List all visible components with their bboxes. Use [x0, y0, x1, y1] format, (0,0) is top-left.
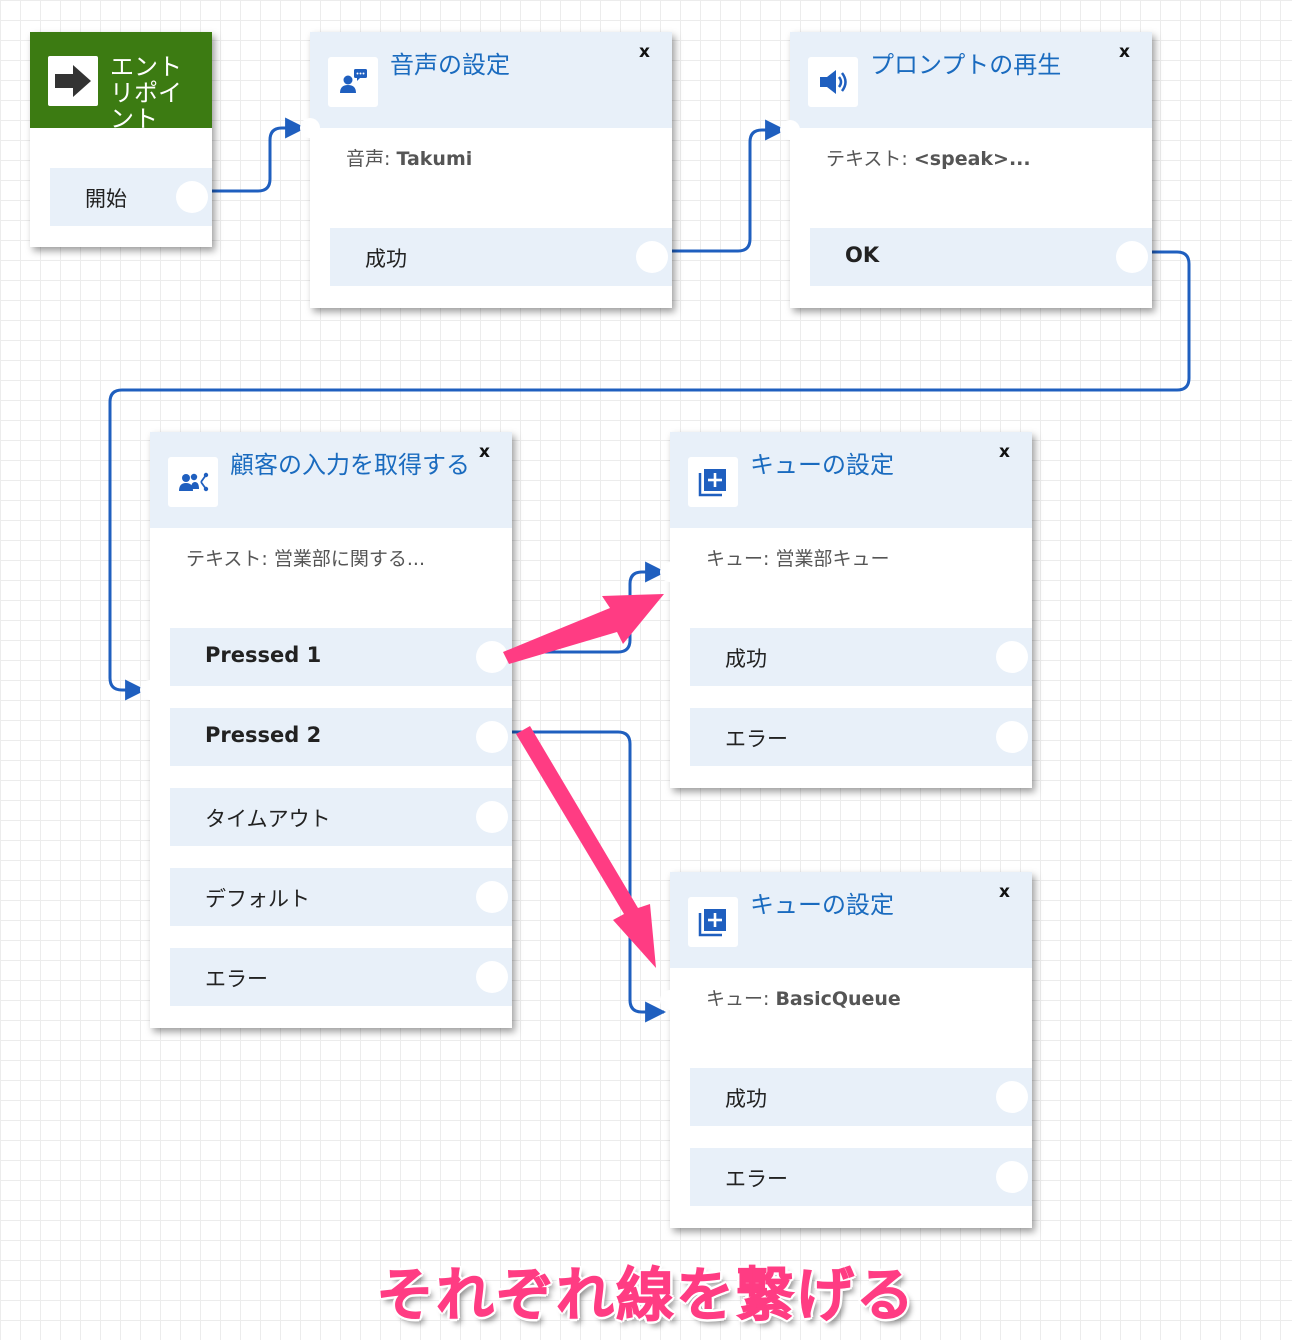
- close-button[interactable]: x: [999, 442, 1010, 462]
- voice-chat-icon: [328, 57, 378, 107]
- branch-success[interactable]: 成功: [690, 1068, 1032, 1126]
- output-port[interactable]: [996, 721, 1028, 753]
- block-title: 音声の設定: [390, 51, 510, 79]
- block-summary: 音声: Takumi: [346, 148, 473, 170]
- branch-default[interactable]: デフォルト: [170, 868, 512, 926]
- speaker-icon: [808, 57, 858, 107]
- play-prompt-block[interactable]: プロンプトの再生 x テキスト: <speak>... OK: [780, 32, 1152, 308]
- annotation-caption: それぞれ線を繋げる: [375, 1261, 916, 1330]
- branch-label: Pressed 1: [205, 643, 322, 667]
- queue-add-icon: [688, 897, 738, 947]
- output-port[interactable]: [476, 641, 508, 673]
- branch-timeout[interactable]: タイムアウト: [170, 788, 512, 846]
- branch-success[interactable]: 成功: [330, 228, 672, 286]
- branch-label: 開始: [85, 187, 127, 211]
- block-title: プロンプトの再生: [870, 51, 1062, 79]
- output-port[interactable]: [996, 641, 1028, 673]
- people-branch-icon: [168, 457, 218, 507]
- output-port[interactable]: [1116, 241, 1148, 273]
- branch-start[interactable]: 開始: [50, 168, 212, 226]
- input-port[interactable]: [300, 118, 320, 138]
- branch-label: 成功: [725, 1087, 767, 1111]
- branch-error[interactable]: エラー: [690, 1148, 1032, 1206]
- entry-point-title: エントリポイント: [110, 53, 182, 128]
- close-button[interactable]: x: [639, 42, 650, 62]
- connection-start-to-set-voice: [208, 117, 307, 193]
- connection-voice-success-to-prompt: [668, 119, 787, 253]
- get-customer-input-block[interactable]: 顧客の入力を取得する x テキスト: 営業部に関する... Pressed 1 …: [140, 432, 512, 1028]
- block-title: 顧客の入力を取得する: [230, 451, 470, 479]
- output-port[interactable]: [476, 721, 508, 753]
- branch-label: 成功: [725, 647, 767, 671]
- input-port[interactable]: [140, 680, 160, 700]
- set-queue-block-1[interactable]: キューの設定 x キュー: 営業部キュー 成功 エラー: [660, 432, 1032, 788]
- branch-label: デフォルト: [205, 887, 310, 911]
- block-title: キューの設定: [750, 891, 894, 919]
- connection-pressed1-to-queue1: [508, 561, 667, 654]
- annotation-arrow-to-queue-2: [516, 726, 656, 968]
- output-port[interactable]: [476, 961, 508, 993]
- close-button[interactable]: x: [999, 882, 1010, 902]
- output-port[interactable]: [996, 1081, 1028, 1113]
- branch-label: エラー: [725, 1167, 788, 1191]
- set-queue-block-2[interactable]: キューの設定 x キュー: BasicQueue 成功 エラー: [660, 872, 1032, 1228]
- block-summary: テキスト: 営業部に関する...: [186, 548, 425, 570]
- output-port[interactable]: [996, 1161, 1028, 1193]
- branch-pressed-1[interactable]: Pressed 1: [170, 628, 512, 686]
- output-port[interactable]: [476, 881, 508, 913]
- branch-label: タイムアウト: [205, 807, 331, 831]
- branch-label: Pressed 2: [205, 723, 322, 747]
- branch-ok[interactable]: OK: [810, 228, 1152, 286]
- annotation-arrow-to-queue-1: [503, 594, 664, 664]
- connection-pressed2-to-queue2: [508, 730, 667, 1023]
- branch-error[interactable]: エラー: [170, 948, 512, 1006]
- branch-success[interactable]: 成功: [690, 628, 1032, 686]
- branch-error[interactable]: エラー: [690, 708, 1032, 766]
- output-port[interactable]: [636, 241, 668, 273]
- block-summary: キュー: 営業部キュー: [706, 548, 890, 570]
- branch-label: エラー: [725, 727, 788, 751]
- arrow-right-icon: [48, 56, 98, 106]
- branch-label: エラー: [205, 967, 268, 991]
- entry-point-block[interactable]: エントリポイント 開始: [30, 32, 212, 247]
- output-port[interactable]: [176, 181, 208, 213]
- queue-add-icon: [688, 457, 738, 507]
- entry-point-header: エントリポイント: [30, 32, 212, 128]
- branch-pressed-2[interactable]: Pressed 2: [170, 708, 512, 766]
- input-port[interactable]: [660, 990, 680, 1010]
- block-summary: テキスト: <speak>...: [826, 148, 1031, 170]
- block-summary: キュー: BasicQueue: [706, 988, 901, 1010]
- close-button[interactable]: x: [479, 442, 490, 462]
- input-port[interactable]: [660, 562, 680, 582]
- close-button[interactable]: x: [1119, 42, 1130, 62]
- input-port[interactable]: [780, 120, 800, 140]
- set-voice-block[interactable]: 音声の設定 x 音声: Takumi 成功: [300, 32, 672, 308]
- block-title: キューの設定: [750, 451, 894, 479]
- branch-label: OK: [845, 243, 880, 267]
- output-port[interactable]: [476, 801, 508, 833]
- branch-label: 成功: [365, 247, 407, 271]
